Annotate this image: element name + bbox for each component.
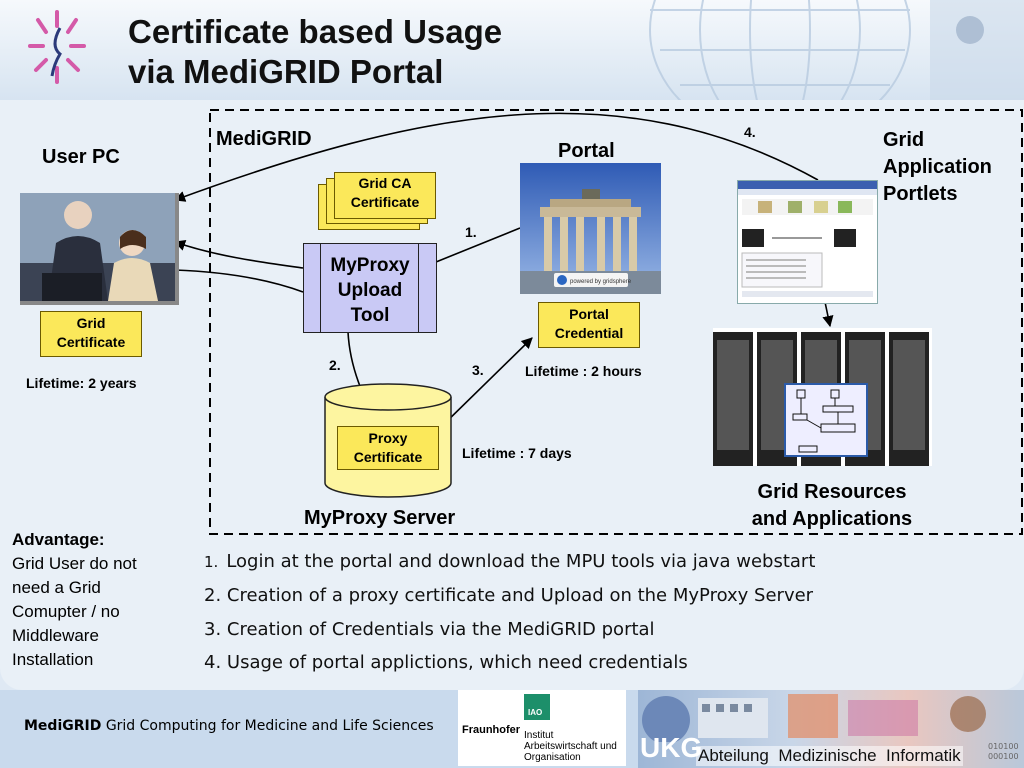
list-item-4: 4. Usage of portal applictions, which ne… (204, 652, 688, 673)
advantage-line: Grid User do not (12, 554, 137, 573)
advantage-line: need a Grid (12, 578, 101, 597)
user-pc-label: User PC (42, 146, 120, 168)
grid-ca-certificate-doc: Grid CA Certificate (334, 172, 436, 219)
arrow-mpu-to-pc (173, 240, 304, 269)
advantage-heading: Advantage: (12, 530, 105, 549)
user-pc-photo (20, 193, 179, 305)
grid-resources-label: Grid Resources and Applications (751, 481, 913, 530)
medigrid-logo (24, 6, 90, 92)
myproxy-upload-tool: MyProxy Upload Tool (303, 243, 437, 333)
footer-tagline: Grid Computing for Medicine and Life Sci… (105, 718, 434, 734)
mpu-line3: Tool (350, 305, 390, 326)
list-item-1: 1.Login at the portal and download the M… (204, 551, 816, 572)
step-3-label: 3. (472, 362, 484, 378)
page-title: Certificate based Usage via MediGRID Por… (128, 13, 503, 90)
step-4-label: 4. (744, 124, 756, 140)
grid-lifetime: Lifetime: 2 years (26, 375, 137, 391)
medigrid-label: MediGRID (216, 128, 312, 150)
list-item-3: 3. Creation of Credentials via the MediG… (204, 619, 655, 640)
arrow-step3 (439, 337, 533, 429)
portal-label: Portal (558, 140, 615, 162)
grid-app-portlets-label: Grid Application Portlets (883, 129, 992, 205)
powered-by-text: powered by gridsphere (570, 279, 632, 285)
myproxy-server-label: MyProxy Server (304, 507, 456, 529)
mpu-line1: MyProxy (330, 255, 410, 276)
advantage-line: Installation (12, 650, 94, 669)
grid-certificate-doc: Grid Certificate (40, 311, 142, 357)
list-item-2: 2. Creation of a proxy certificate and U… (204, 585, 814, 606)
medigrid-region (209, 109, 1023, 535)
footer-text: MediGRID Grid Computing for Medicine and… (24, 718, 434, 734)
step-2-label: 2. (329, 357, 341, 373)
arrow-portlets-to-resources (822, 301, 834, 328)
iao-badge (524, 694, 550, 720)
portal-photo: powered by gridsphere (520, 163, 661, 294)
mpu-line2: Upload (337, 280, 403, 301)
line-step1 (435, 227, 521, 263)
advantage-line: Comupter / no (12, 602, 120, 621)
globe-graphic (610, 0, 1024, 100)
portal-credential-doc: Portal Credential (538, 302, 640, 348)
fraunhofer-logo: IAO Fraunhofer Institut Arbeitswirtschaf… (458, 690, 626, 766)
advantage-line: Middleware (12, 626, 99, 645)
portlets-screenshot (737, 180, 878, 304)
line-pc-to-mpu (174, 269, 304, 293)
portal-lifetime: Lifetime : 2 hours (525, 363, 642, 379)
server-racks (713, 328, 932, 466)
proxy-lifetime: Lifetime : 7 days (462, 445, 572, 461)
advantage-box: Advantage: Grid User do not need a Grid … (12, 528, 192, 672)
department-name: Abteilung Medizinische Informatik (696, 746, 963, 766)
footer-brand: MediGRID (24, 718, 102, 734)
ukg-banner: UKG Abteilung Medizinische Informatik 01… (638, 690, 1024, 768)
arrow-step4 (173, 112, 819, 202)
step-1-label: 1. (465, 224, 477, 240)
proxy-certificate-doc: Proxy Certificate (337, 426, 439, 470)
